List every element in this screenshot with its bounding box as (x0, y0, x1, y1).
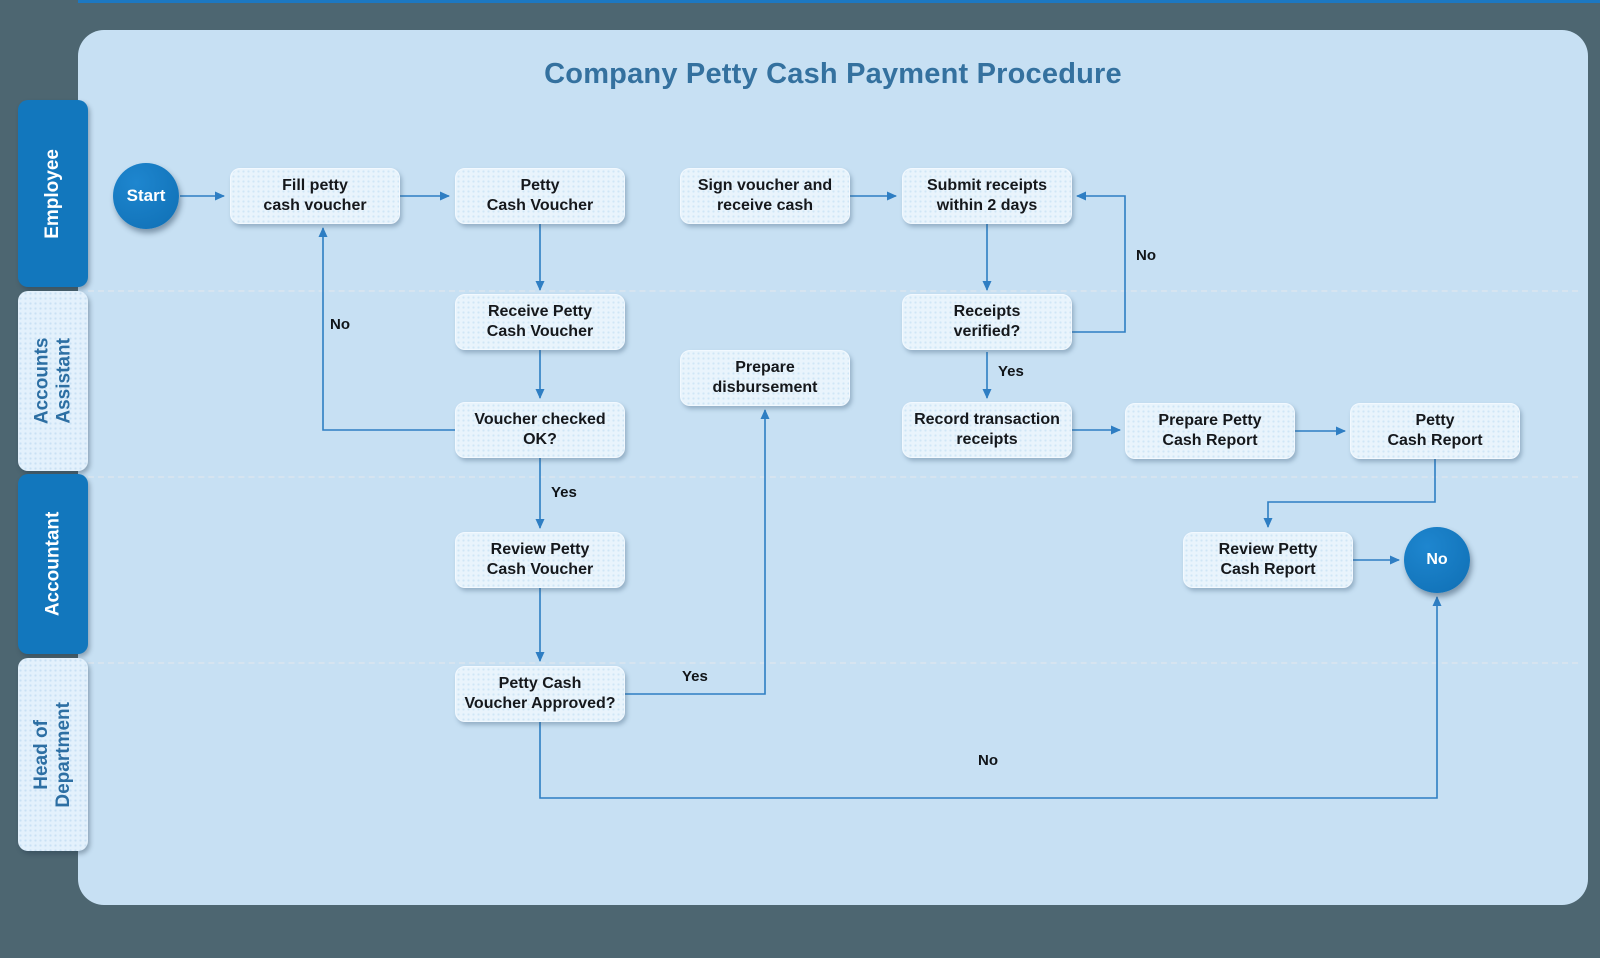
node-fill-petty-cash-voucher: Fill petty cash voucher (230, 168, 400, 224)
node-prepare-petty-cash-report: Prepare Petty Cash Report (1125, 403, 1295, 459)
edge-label-voucher-ok: Yes (551, 484, 577, 501)
lane-tab-accountant: Accountant (18, 474, 88, 654)
node-sign-voucher-receive-cash: Sign voucher and receive cash (680, 168, 850, 224)
node-prepare-disbursement: Prepare disbursement (680, 350, 850, 406)
edge-label-report-not-approved: No (978, 752, 998, 769)
lane-separator-2 (88, 476, 1578, 478)
lane-separator-1 (88, 290, 1578, 292)
node-submit-receipts: Submit receipts within 2 days (902, 168, 1072, 224)
lane-tab-employee: Employee (18, 100, 88, 287)
lane-tab-employee-label: Employee (42, 148, 64, 239)
node-voucher-checked-ok: Voucher checked OK? (455, 402, 625, 458)
lane-tab-accounts-assistant-label: Accounts Assistant (31, 337, 75, 425)
edge-label-voucher-approved-yes: Yes (682, 668, 708, 685)
node-receive-petty-cash-voucher: Receive Petty Cash Voucher (455, 294, 625, 350)
lane-tab-accounts-assistant: Accounts Assistant (18, 291, 88, 471)
lane-tab-head-of-department-label: Head of Department (31, 701, 75, 808)
node-petty-cash-voucher-approved: Petty Cash Voucher Approved? (455, 666, 625, 722)
no-end-terminal: No (1404, 527, 1470, 593)
node-petty-cash-report: Petty Cash Report (1350, 403, 1520, 459)
node-record-transaction-receipts: Record transaction receipts (902, 402, 1072, 458)
node-receipts-verified: Receipts verified? (902, 294, 1072, 350)
edge-label-receipts-ok: Yes (998, 363, 1024, 380)
node-petty-cash-voucher: Petty Cash Voucher (455, 168, 625, 224)
edge-label-voucher-not-ok: No (330, 316, 350, 333)
diagram-title: Company Petty Cash Payment Procedure (544, 58, 1122, 90)
lane-tab-head-of-department: Head of Department (18, 658, 88, 851)
edge-label-receipts-not-verified: No (1136, 247, 1156, 264)
start-terminal: Start (113, 163, 179, 229)
diagram-canvas (78, 30, 1588, 905)
lane-separator-3 (88, 662, 1578, 664)
node-review-petty-cash-voucher: Review Petty Cash Voucher (455, 532, 625, 588)
node-review-petty-cash-report: Review Petty Cash Report (1183, 532, 1353, 588)
top-accent-line (78, 0, 1600, 3)
lane-tab-accountant-label: Accountant (42, 511, 64, 617)
